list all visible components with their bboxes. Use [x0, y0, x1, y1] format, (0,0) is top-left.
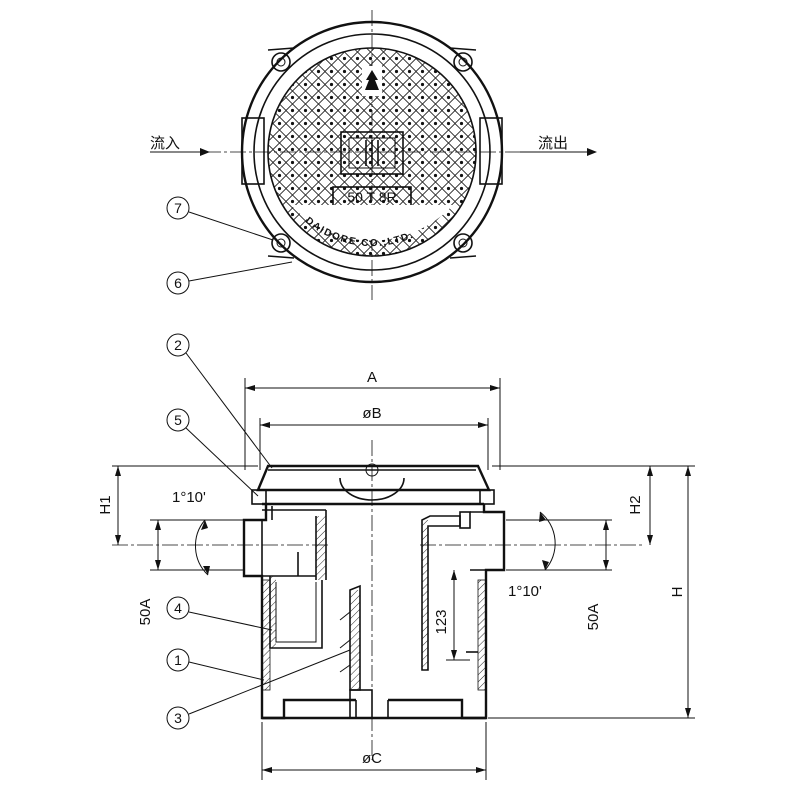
outlet-pipe-section	[421, 511, 504, 671]
svg-text:H: H	[669, 587, 686, 598]
svg-text:1°10': 1°10'	[508, 583, 542, 600]
strainer-basket	[269, 576, 323, 649]
dimension-H1: H1	[97, 466, 121, 545]
svg-text:123: 123	[433, 609, 450, 634]
svg-text:1: 1	[174, 652, 182, 668]
svg-text:øC: øC	[362, 750, 382, 767]
angle-left: 1°10'	[172, 489, 210, 576]
lug-bolt	[267, 233, 295, 259]
svg-text:7: 7	[174, 200, 182, 216]
body-inner-ring	[253, 33, 491, 271]
angle-right: 1°10'	[508, 511, 556, 600]
callout-7: 7	[166, 196, 274, 241]
svg-text:4: 4	[174, 600, 182, 616]
svg-text:5: 5	[174, 412, 182, 428]
dimension-H2: H2	[627, 466, 653, 545]
svg-text:50A: 50A	[585, 604, 602, 631]
section-cover	[256, 463, 491, 501]
plan-view: 流入 流出	[150, 10, 597, 300]
svg-text:H2: H2	[627, 495, 644, 514]
dimension-C: øC	[261, 722, 487, 780]
callout-3: 3	[166, 649, 351, 730]
cover-plate-edge	[267, 47, 477, 257]
callout-5: 5	[166, 408, 259, 497]
outlet-arrow	[520, 148, 597, 156]
dimension-50A-right: 50A	[585, 520, 609, 630]
maker-logo-icon	[362, 66, 382, 96]
callout-1: 1	[166, 648, 265, 681]
center-baffle	[339, 584, 361, 691]
svg-text:A: A	[367, 369, 377, 386]
dimension-50A-left: 50A	[137, 520, 161, 625]
inlet-label: 流入	[150, 135, 180, 152]
callout-6: 6	[166, 261, 293, 295]
section-body	[242, 504, 506, 720]
inlet-arrow	[150, 148, 210, 156]
svg-text:50A: 50A	[137, 599, 154, 626]
dimension-A: A	[244, 369, 501, 470]
lug-bolt	[449, 233, 477, 259]
callout-4: 4	[166, 596, 273, 631]
cover-handle	[340, 131, 404, 175]
svg-text:2: 2	[174, 337, 182, 353]
svg-text:1°10': 1°10'	[172, 489, 206, 506]
lug-bolt	[449, 47, 477, 72]
lug-bolt	[267, 47, 295, 72]
svg-text:øB: øB	[362, 405, 381, 422]
outlet-label: 流出	[538, 135, 568, 152]
callout-2: 2	[166, 333, 273, 469]
svg-text:H1: H1	[97, 495, 114, 514]
dimension-123: 123	[433, 570, 470, 661]
svg-text:3: 3	[174, 710, 182, 726]
cover-code: 50 T 8R	[347, 189, 396, 205]
lug-bolts	[267, 47, 477, 259]
dimension-B: øB	[259, 405, 489, 470]
section-view: A øB	[97, 333, 695, 780]
body-outer-ring	[240, 20, 504, 284]
svg-text:6: 6	[174, 275, 182, 291]
section-frame	[251, 489, 495, 506]
dimension-H: H	[669, 466, 691, 718]
